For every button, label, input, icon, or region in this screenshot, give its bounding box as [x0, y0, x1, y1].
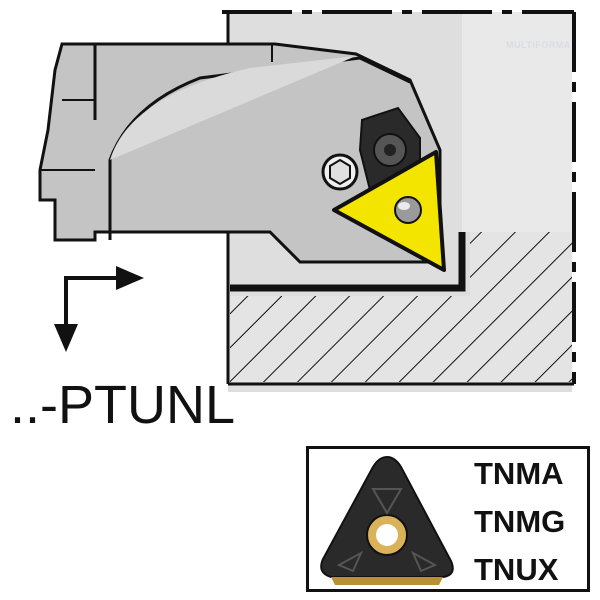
insert-icon	[320, 455, 454, 585]
insert-code-tnux: TNUX	[474, 552, 559, 587]
insert-box	[306, 446, 590, 592]
insert-code-tnmg: TNMG	[474, 504, 566, 539]
watermark-text: MULTIFORMA	[506, 40, 571, 50]
screw-icon	[394, 196, 422, 224]
hex-socket-icon	[321, 153, 359, 191]
hatched-section	[230, 232, 572, 382]
insert-triangle	[332, 150, 446, 272]
arrow-right-icon	[64, 266, 144, 290]
arrow-down-icon	[54, 276, 78, 352]
model-code: ..-PTUNL	[10, 375, 236, 435]
insert-code-tnma: TNMA	[474, 456, 564, 491]
